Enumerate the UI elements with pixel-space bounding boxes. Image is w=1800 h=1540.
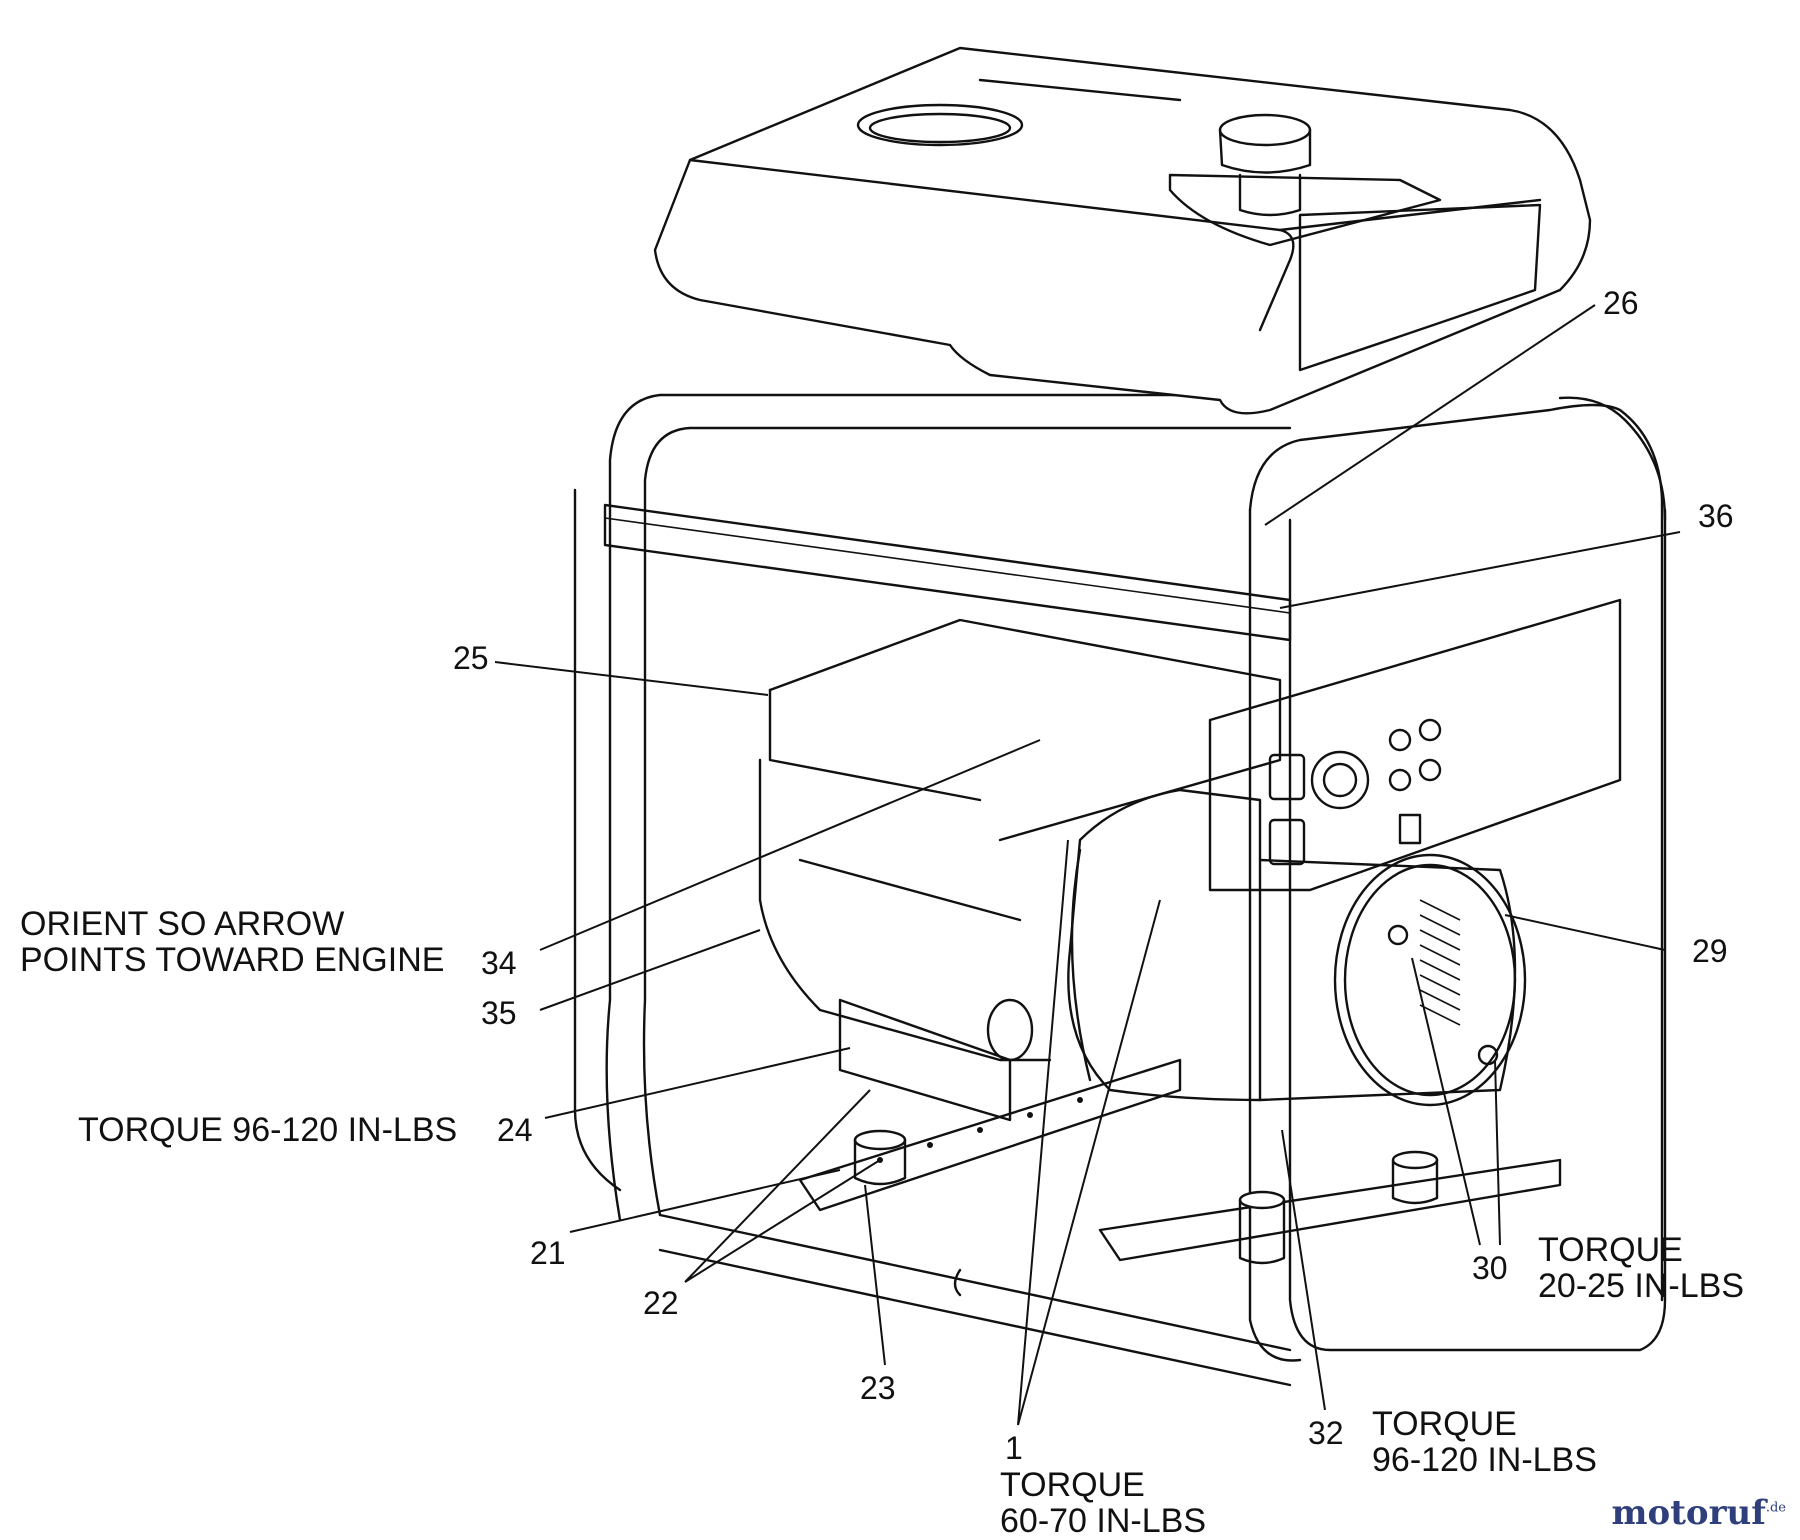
fuel-tank xyxy=(653,46,1592,415)
callout-34: 34 xyxy=(481,945,517,981)
watermark-suffix: .de xyxy=(1765,1500,1786,1516)
callout-1: 1 xyxy=(1005,1430,1023,1466)
leader-lines xyxy=(494,304,1681,1426)
orient-note-line2: POINTS TOWARD ENGINE xyxy=(20,941,445,979)
callout-23: 23 xyxy=(860,1370,896,1406)
engine-block xyxy=(758,618,1282,1122)
torque-note-30-line2: 20-25 IN-LBS xyxy=(1538,1267,1744,1305)
callout-36: 36 xyxy=(1698,498,1734,534)
vibration-mount xyxy=(853,1129,1439,1265)
torque-note-24: TORQUE 96-120 IN-LBS xyxy=(78,1111,458,1149)
control-panel xyxy=(1208,598,1622,892)
torque-note-1-line1: TORQUE xyxy=(1000,1466,1145,1504)
orient-note-line1: ORIENT SO ARROW xyxy=(20,905,345,943)
torque-note-32-line2: 96-120 IN-LBS xyxy=(1372,1441,1597,1479)
cross-bar xyxy=(603,503,1292,642)
watermark-logo: motoruf.de xyxy=(1612,1493,1786,1533)
callout-26: 26 xyxy=(1603,285,1639,321)
callout-29: 29 xyxy=(1692,933,1728,969)
watermark-main: motoruf xyxy=(1611,1493,1766,1533)
callout-24: 24 xyxy=(497,1112,533,1148)
callout-21: 21 xyxy=(530,1235,566,1271)
base-rail xyxy=(798,1058,1562,1262)
torque-note-1-line2: 60-70 IN-LBS xyxy=(1000,1502,1206,1540)
torque-note-32-line1: TORQUE xyxy=(1372,1405,1517,1443)
callout-35: 35 xyxy=(481,995,517,1031)
callout-22: 22 xyxy=(643,1285,679,1321)
callout-32: 32 xyxy=(1308,1415,1344,1451)
alternator xyxy=(1067,788,1527,1107)
torque-note-30-line1: TORQUE xyxy=(1538,1231,1683,1269)
callout-25: 25 xyxy=(453,640,489,676)
callout-30: 30 xyxy=(1472,1250,1508,1286)
